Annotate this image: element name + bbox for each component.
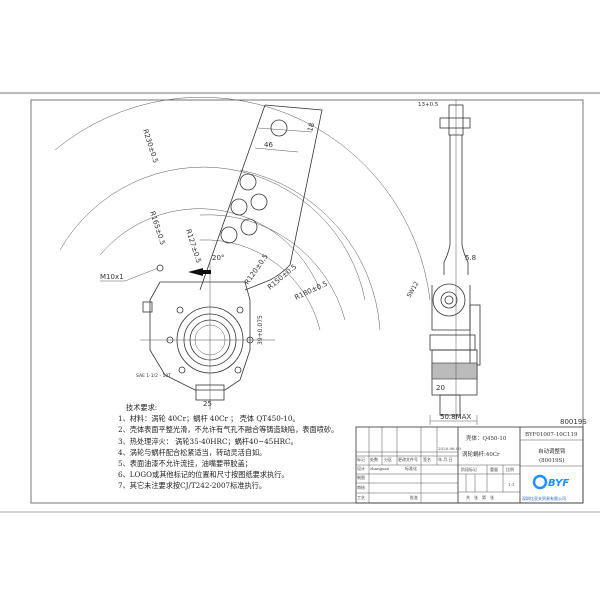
logo-text: BYF <box>548 478 569 489</box>
tb-company: 深圳比亚夫贸易有限公司 <box>522 495 566 501</box>
mounting-hole <box>240 218 258 236</box>
svg-text:工艺: 工艺 <box>357 495 365 500</box>
mounting-hole <box>230 198 248 216</box>
dim-20: 20 <box>436 384 445 392</box>
mounting-hole <box>220 226 238 244</box>
dim-grease: M10x1 <box>100 273 124 281</box>
dim-r127: R127±0.5 <box>184 228 202 264</box>
tb-worm: 涡轮蜗杆:40Cr <box>462 450 500 458</box>
svg-text:阶段标记: 阶段标记 <box>461 466 477 472</box>
svg-text:年.月.日: 年.月.日 <box>438 456 453 462</box>
slack-adjuster-arm <box>199 104 323 291</box>
note-item: 1、材料：涡轮 40Cr；蜗杆 40Cr ； 壳体 QT450-10。 <box>118 414 300 424</box>
svg-text:制图: 制图 <box>357 474 365 480</box>
svg-text:标准化: 标准化 <box>405 465 417 471</box>
dim-13: 13+0.5 <box>418 102 439 108</box>
svg-text:签名: 签名 <box>423 456 431 462</box>
svg-text:更改文件号: 更改文件号 <box>398 456 418 462</box>
svg-text:设计: 设计 <box>357 465 365 471</box>
tb-date: 2020.06.00 <box>438 446 461 451</box>
dim-sw12: SW12 <box>406 280 421 299</box>
logo-mark <box>532 474 548 490</box>
title-block: 2020.06.00 标记 处数 分区 更改文件号 签名 年.月.日 设计 zh… <box>355 426 584 504</box>
mounting-hole <box>239 173 257 191</box>
tb-part-code: (80019S) <box>539 457 565 464</box>
svg-text:比例: 比例 <box>506 466 514 472</box>
dim-5-8: 5.8 <box>465 254 476 262</box>
housing <box>140 260 275 410</box>
note-item: 6、LOGO或其他标记的位置和尺寸按图纸要求执行。 <box>118 470 289 480</box>
svg-text:批准: 批准 <box>410 494 418 500</box>
technical-requirements: 技术要求: 1、材料：涡轮 40Cr；蜗杆 40Cr ； 壳体 QT450-10… <box>118 402 338 492</box>
dim-angle: 20° <box>212 254 224 262</box>
svg-text:标记: 标记 <box>357 456 365 462</box>
tb-housing: 壳体：Q450-10 <box>466 434 507 442</box>
svg-text:zhangsan: zhangsan <box>370 466 390 471</box>
dim-18: 18 <box>306 122 316 133</box>
dimension-labels: R230±0.5 R165±0.5 R127±0.5 R120±0.5 R150… <box>100 102 587 426</box>
svg-text:共 张 第 张: 共 张 第 张 <box>466 494 494 500</box>
dim-r165: R165±0.5 <box>148 210 166 246</box>
dim-spline: SAE 1-1/2 - 10T <box>136 373 171 379</box>
tb-scale: 1:1 <box>508 482 514 487</box>
note-item: 4、涡轮与蜗杆配合松紧适当，转动灵活自如。 <box>118 447 267 457</box>
dim-39: 39+0.075 <box>257 315 264 345</box>
svg-text:重量: 重量 <box>490 466 498 472</box>
drawing-frame <box>30 99 584 504</box>
svg-text:处数: 处数 <box>370 456 378 462</box>
radius-arcs <box>54 96 431 331</box>
dim-r150: R150±0.5 <box>266 263 298 292</box>
note-item: 7、其它未注要求按CJ/T242-2007标准执行。 <box>118 481 267 491</box>
notes-title: 技术要求: <box>126 403 158 412</box>
tb-part-name: 自动调整臂 <box>538 447 566 455</box>
dim-r180: R180±0.5 <box>293 280 328 302</box>
dim-25: 25 <box>203 400 212 408</box>
corner-part-code: 80019S <box>560 418 587 426</box>
side-view <box>429 100 481 425</box>
tb-drawing-no: BYF01007-10C119 <box>525 432 578 438</box>
direction-arrow <box>188 268 203 276</box>
grease-nipple <box>156 264 164 272</box>
note-item: 2、壳体表面平整光滑，不允许有气孔不融合等铸造缺陷，表面喷砂。 <box>118 425 339 435</box>
note-item: 5、表面油漆不允许流挂，油嘴要带胶盖； <box>118 459 252 469</box>
dim-46: 46 <box>264 141 273 149</box>
mounting-hole <box>250 193 268 211</box>
svg-text:审核: 审核 <box>357 484 365 490</box>
dim-r230: R230±0.5 <box>141 128 159 164</box>
dim-max: 50.8MAX <box>440 413 471 421</box>
mounting-hole <box>270 119 288 137</box>
svg-text:分区: 分区 <box>384 456 392 462</box>
note-item: 3、热处理淬火： 涡轮35-40HRC；蜗杆40~45HRC。 <box>118 436 298 446</box>
dim-r120: R120±0.5 <box>243 253 270 286</box>
